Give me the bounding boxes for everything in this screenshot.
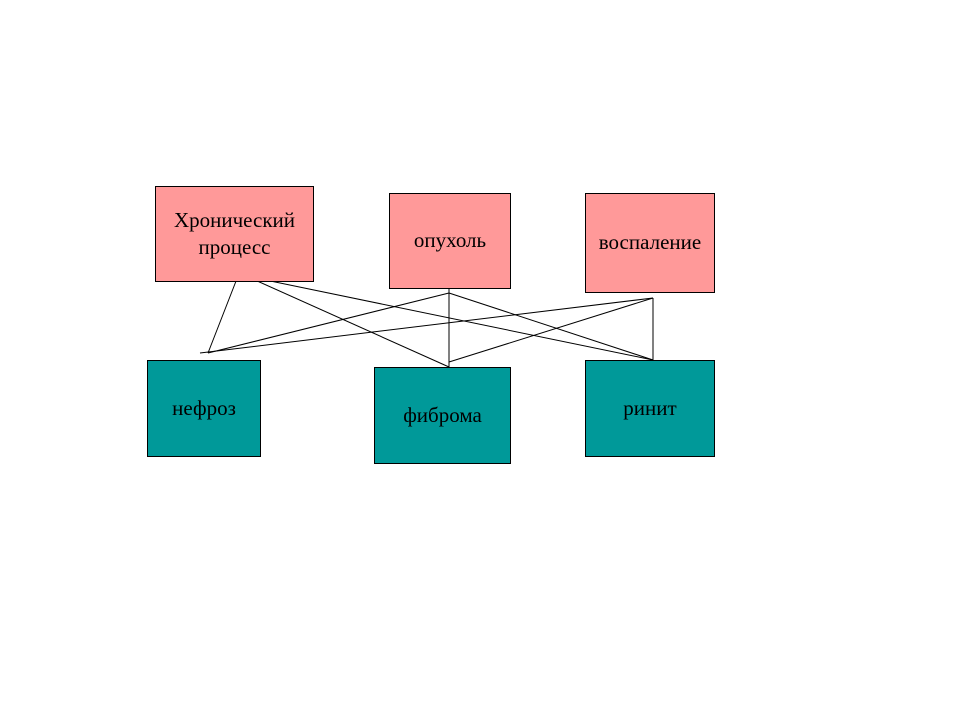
node-fibroma: фиброма bbox=[374, 367, 511, 464]
node-fibroma-label: фиброма bbox=[403, 402, 482, 427]
node-chronic-process: Хронический процесс bbox=[155, 186, 314, 282]
edge-tumor-rhinitis bbox=[448, 292, 654, 361]
edge-tumor-nephrosis bbox=[207, 292, 450, 354]
node-tumor: опухоль bbox=[389, 193, 511, 289]
node-rhinitis-label: ринит bbox=[623, 395, 677, 420]
edge-chronic-fibroma bbox=[245, 275, 450, 368]
node-nephrosis-label: нефроз bbox=[172, 395, 236, 420]
edge-chronic-nephrosis bbox=[207, 275, 239, 354]
node-inflammation: воспаление bbox=[585, 193, 715, 293]
edge-inflam-fibroma bbox=[448, 297, 654, 363]
node-tumor-label: опухоль bbox=[413, 228, 487, 253]
edge-inflam-nephrosis bbox=[199, 297, 654, 354]
node-nephrosis: нефроз bbox=[147, 360, 261, 457]
node-inflammation-label: воспаление bbox=[598, 230, 702, 255]
node-rhinitis: ринит bbox=[585, 360, 715, 457]
node-chronic-process-label: Хронический процесс bbox=[173, 207, 296, 259]
